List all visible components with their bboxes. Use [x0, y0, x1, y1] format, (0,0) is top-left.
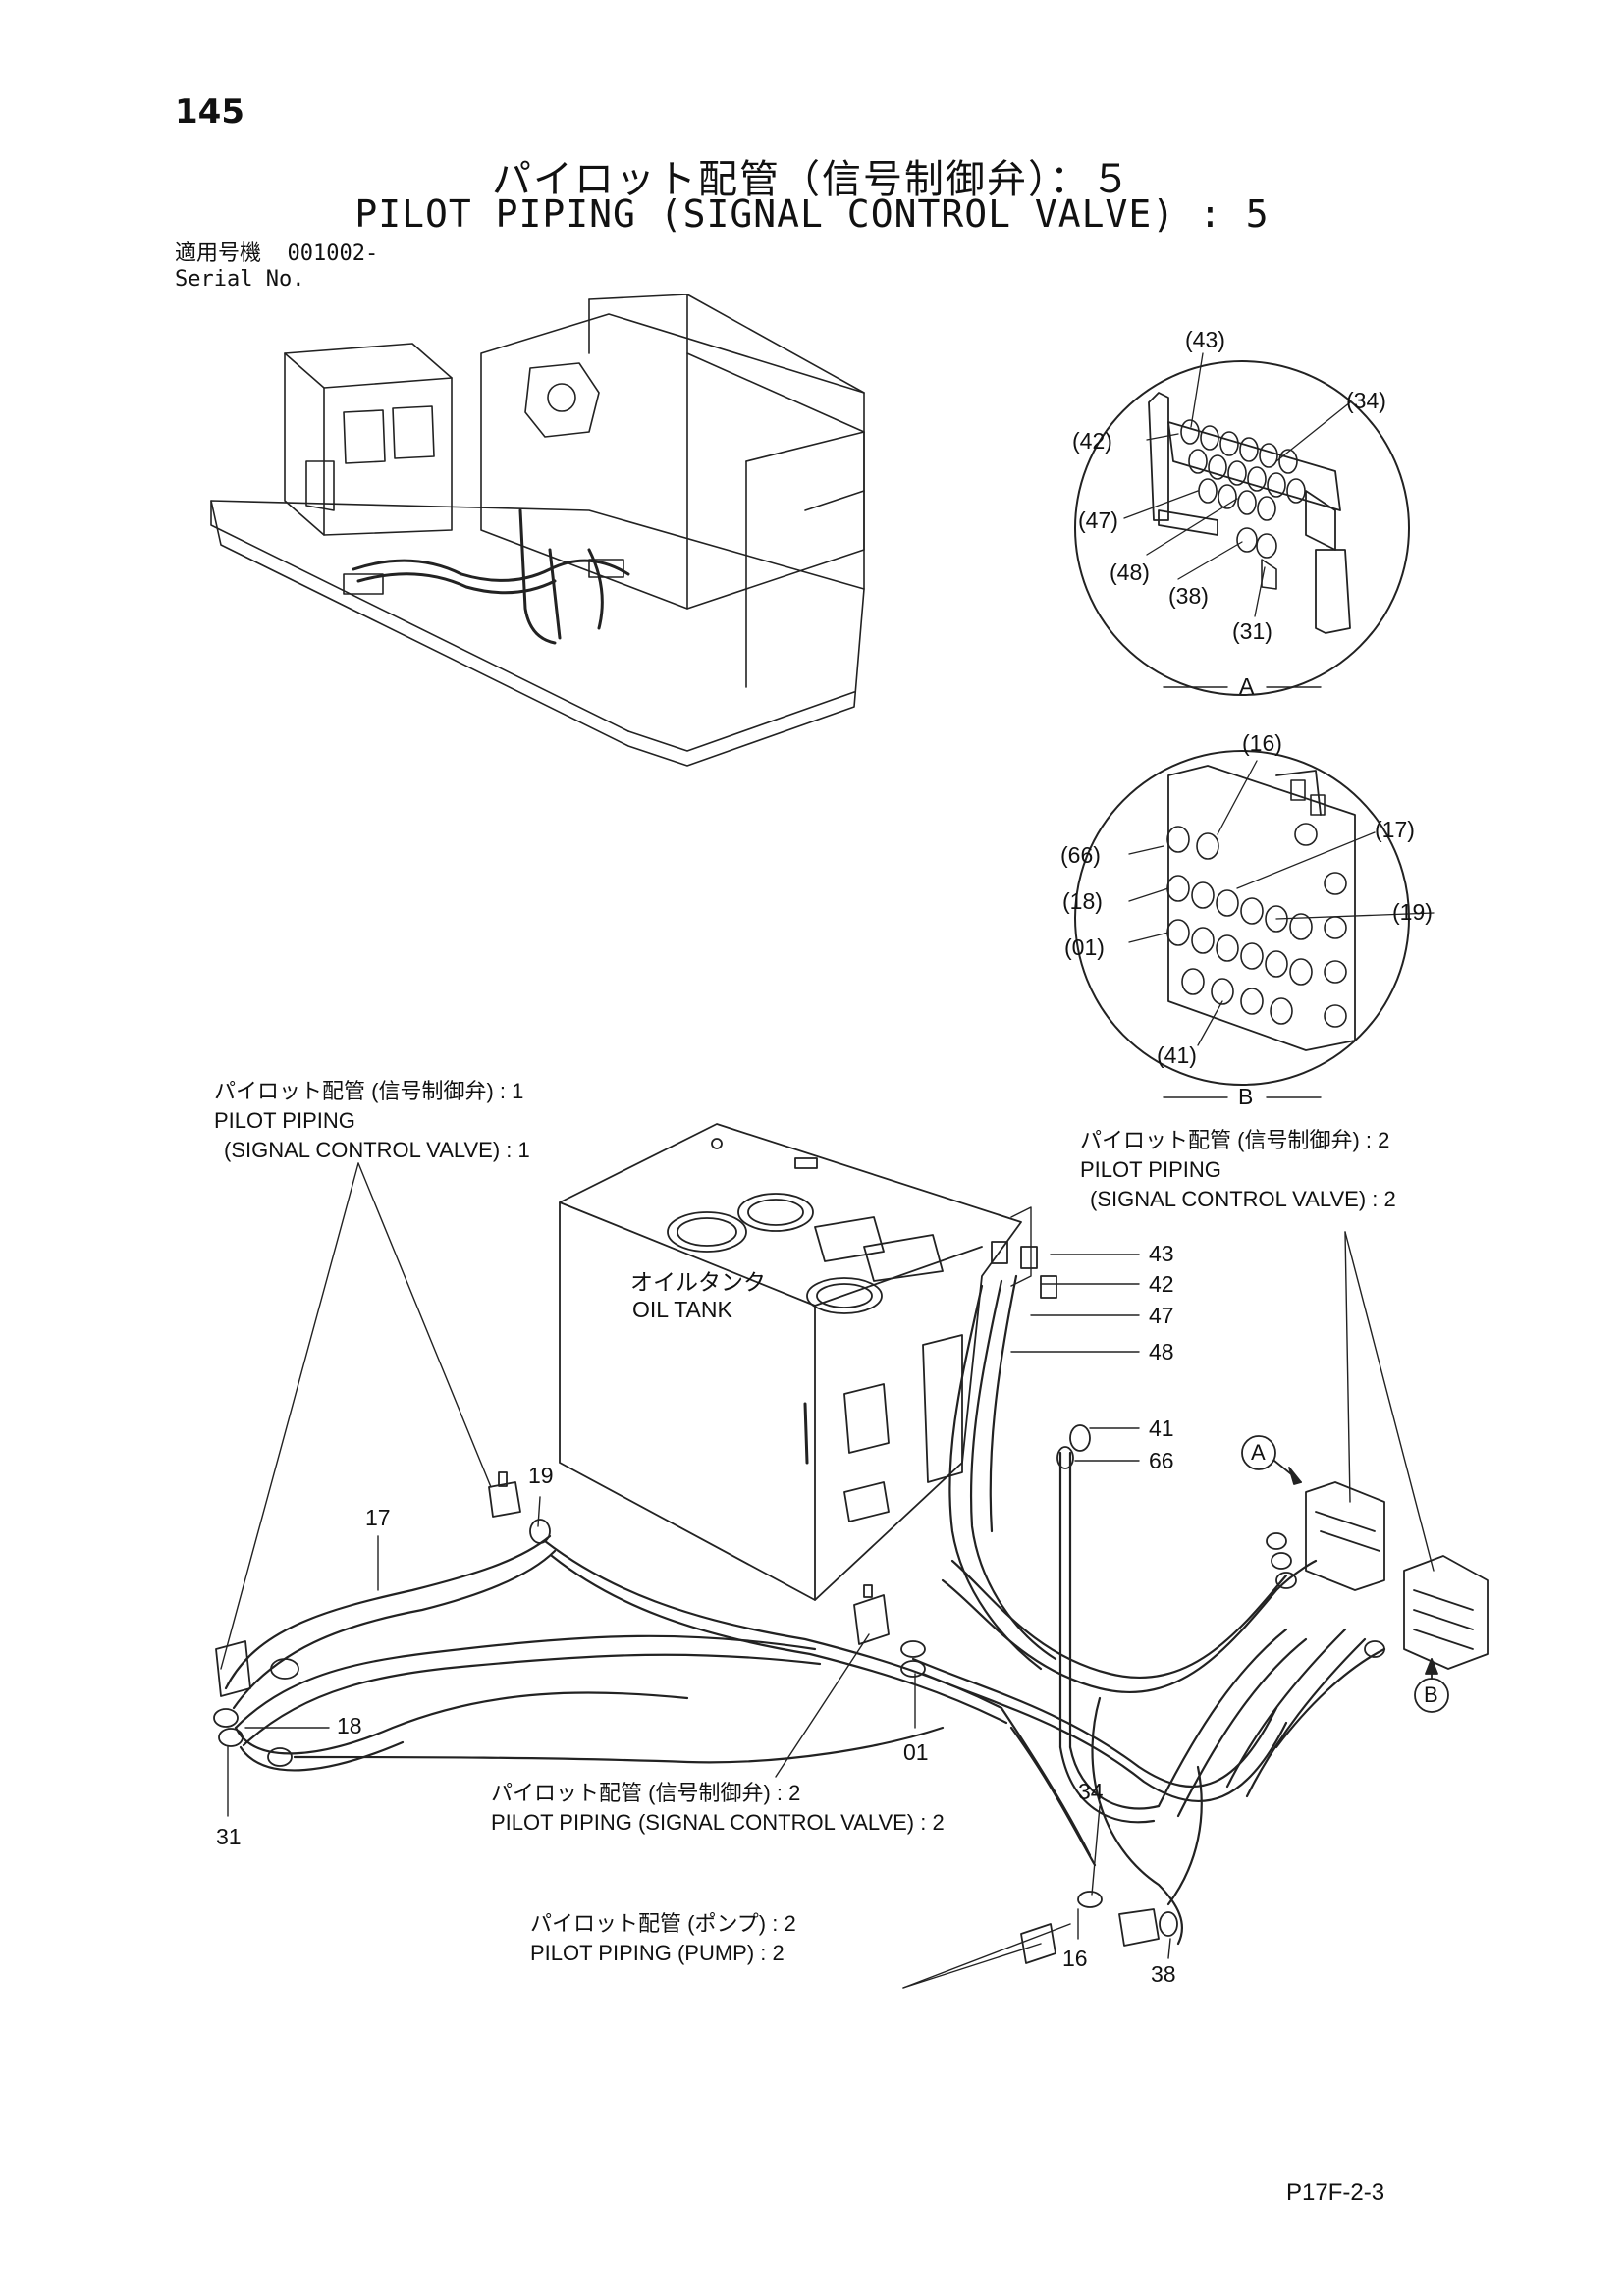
- callout-piping2-top-en2: (SIGNAL CONTROL VALVE) : 2: [1090, 1187, 1396, 1211]
- component-fittings: [213, 1241, 1489, 1964]
- ref-31: 31: [216, 1824, 242, 1849]
- callout-pump-jp: パイロット配管 (ポンプ) : 2: [530, 1911, 796, 1936]
- detail-b-ref-18: (18): [1062, 888, 1103, 914]
- callout-piping1-jp: パイロット配管 (信号制御弁) : 1: [214, 1079, 524, 1103]
- serial-label-en: Serial No.: [175, 267, 305, 292]
- ref-17: 17: [365, 1505, 391, 1530]
- callout-piping2-top-en1: PILOT PIPING: [1080, 1157, 1221, 1182]
- marker-b: B: [1424, 1682, 1438, 1707]
- page-number: 145: [175, 92, 244, 132]
- serial-value: 001002-: [287, 241, 379, 266]
- ref-42: 42: [1149, 1271, 1174, 1297]
- marker-a: A: [1251, 1440, 1266, 1465]
- callout-piping1-en2: (SIGNAL CONTROL VALVE) : 1: [224, 1138, 530, 1162]
- serial-block: 適用号機 001002- Serial No.: [175, 241, 378, 293]
- oil-tank-drawing: [559, 1123, 1032, 1601]
- ref-43: 43: [1149, 1241, 1174, 1266]
- ref-19: 19: [528, 1463, 554, 1488]
- detail-a-ref-31: (31): [1232, 618, 1272, 644]
- detail-b-ref-41: (41): [1157, 1042, 1197, 1068]
- ref-18: 18: [337, 1713, 362, 1738]
- detail-b-label: B: [1238, 1084, 1254, 1109]
- ref-38: 38: [1151, 1961, 1176, 1987]
- detail-markers: [1241, 1435, 1449, 1713]
- callout-oil-tank: オイルタンク OIL TANK: [630, 1268, 766, 1323]
- callout-piping1: パイロット配管 (信号制御弁) : 1 PILOT PIPING (SIGNAL…: [214, 1077, 530, 1165]
- callout-piping2-bottom-jp: パイロット配管 (信号制御弁) : 2: [491, 1781, 801, 1805]
- machine-overview-illustration: [210, 294, 865, 767]
- callout-pump-en: PILOT PIPING (PUMP) : 2: [530, 1941, 785, 1965]
- ref-48: 48: [1149, 1339, 1174, 1364]
- detail-a-ref-47: (47): [1078, 507, 1118, 533]
- ref-66: 66: [1149, 1448, 1174, 1473]
- detail-b-ref-16: (16): [1242, 730, 1282, 756]
- detail-a-ref-38: (38): [1168, 583, 1209, 609]
- detail-a-ref-43: (43): [1185, 327, 1225, 352]
- ref-34: 34: [1078, 1779, 1104, 1804]
- ref-41: 41: [1149, 1415, 1174, 1441]
- callout-piping2-top: パイロット配管 (信号制御弁) : 2 PILOT PIPING (SIGNAL…: [1080, 1126, 1396, 1214]
- callout-piping2-top-jp: パイロット配管 (信号制御弁) : 2: [1080, 1128, 1390, 1152]
- callout-piping2-bottom-en: PILOT PIPING (SIGNAL CONTROL VALVE) : 2: [491, 1810, 945, 1835]
- detail-a-ref-48: (48): [1110, 560, 1150, 585]
- ref-47: 47: [1149, 1303, 1174, 1328]
- detail-b-ref-19: (19): [1392, 899, 1433, 925]
- callout-piping1-en1: PILOT PIPING: [214, 1108, 355, 1133]
- serial-label-jp: 適用号機: [175, 241, 262, 266]
- page-code: P17F-2-3: [1286, 2179, 1385, 2206]
- detail-b-ref-66: (66): [1060, 842, 1101, 868]
- detail-a-ref-42: (42): [1072, 428, 1112, 454]
- leader-lines: [220, 1162, 1435, 1989]
- detail-a-view: [1074, 352, 1410, 696]
- callout-oil-tank-jp: オイルタンク: [630, 1269, 766, 1295]
- ref-01: 01: [903, 1739, 929, 1765]
- detail-a-ref-34: (34): [1346, 388, 1386, 413]
- callout-pump: パイロット配管 (ポンプ) : 2 PILOT PIPING (PUMP) : …: [530, 1909, 796, 1968]
- ref-16: 16: [1062, 1946, 1088, 1971]
- page-title-jp: パイロット配管（信号制御弁）：５: [492, 157, 1132, 202]
- detail-b-ref-01: (01): [1064, 934, 1105, 960]
- pilot-hoses: [224, 1274, 1386, 1946]
- detail-b-ref-17: (17): [1375, 817, 1415, 842]
- callout-piping2-bottom: パイロット配管 (信号制御弁) : 2 PILOT PIPING (SIGNAL…: [491, 1779, 945, 1838]
- detail-a-label: A: [1239, 673, 1255, 699]
- detail-b-view: [1074, 750, 1435, 1086]
- page-title-en: PILOT PIPING (SIGNAL CONTROL VALVE) : 5: [354, 192, 1270, 236]
- callout-oil-tank-en: OIL TANK: [632, 1297, 732, 1322]
